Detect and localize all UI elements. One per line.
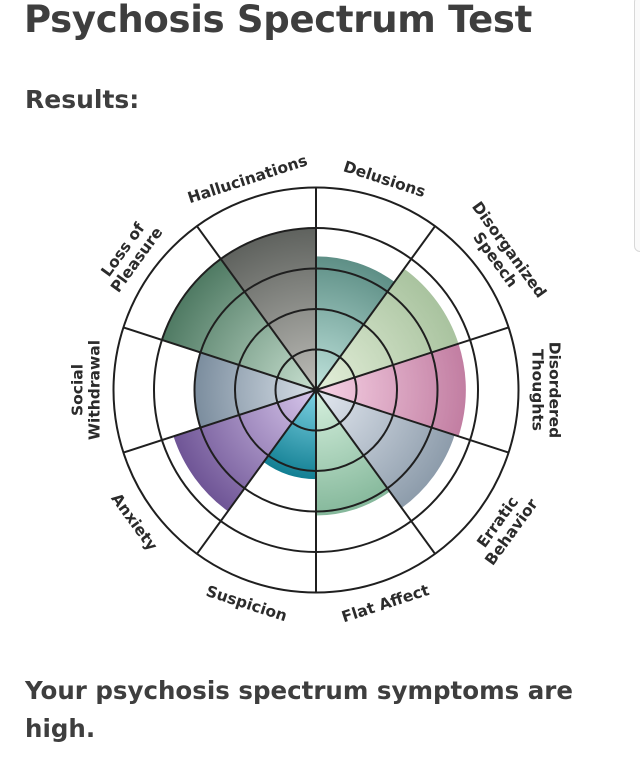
axis-label-disordered-thoughts: Disordered (546, 342, 564, 439)
axis-label-disordered-thoughts: Thoughts (529, 349, 547, 431)
wedge-delusions (316, 256, 395, 390)
wedge-disordered-thoughts (316, 343, 466, 437)
axis-label-anxiety: Anxiety (107, 490, 161, 554)
wedge-flat-affect (316, 390, 390, 516)
grid-spoke (123, 326, 317, 391)
scrollbar-edge[interactable] (634, 0, 640, 252)
grid-spoke (196, 389, 317, 555)
axis-label-social-withdrawal: Social (69, 364, 87, 416)
wedge-suspicion (263, 390, 316, 480)
chart-wedges (161, 228, 466, 516)
grid-spoke (315, 389, 436, 555)
axis-label-social-withdrawal: Withdrawal (86, 340, 104, 440)
axis-label-delusions: Delusions (341, 158, 428, 201)
grid-spoke (196, 225, 317, 391)
wedge-loss-of-pleasure (161, 258, 316, 390)
axis-label-flat-affect: Flat Affect (339, 581, 432, 626)
grid-spoke (315, 326, 509, 391)
wedge-hallucinations (220, 228, 316, 390)
chart-grid (112, 186, 520, 594)
wedge-social-withdrawal (194, 352, 316, 428)
grid-spoke (123, 389, 317, 454)
results-heading: Results: (25, 85, 140, 114)
wedge-erratic-behavior (316, 390, 455, 508)
wedge-disorganized-speech (316, 268, 459, 390)
grid-spoke (315, 225, 436, 391)
results-summary: Your psychosis spectrum symptoms are hig… (25, 676, 573, 743)
chart-center-dot (313, 387, 319, 393)
grid-spoke (315, 389, 509, 454)
polar-chart-svg: DelusionsDisorganizedSpeechDisorderedTho… (69, 152, 564, 627)
page-title: Psychosis Spectrum Test (24, 0, 533, 41)
wedge-anxiety (173, 390, 316, 512)
